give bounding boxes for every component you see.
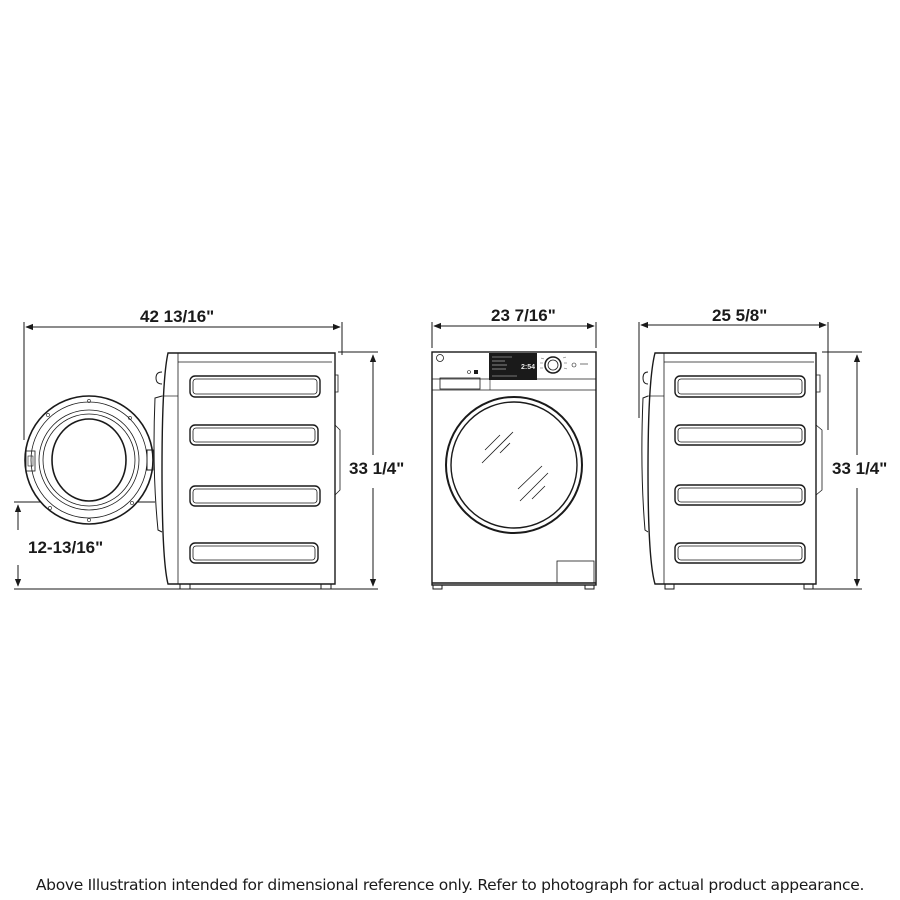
- side-view-door-open: [14, 322, 378, 590]
- disclaimer-caption: Above Illustration intended for dimensio…: [35, 876, 865, 894]
- front-view: 2:54: [431, 322, 597, 590]
- label-door-height: 12-13/16": [28, 538, 104, 557]
- label-depth-door-open: 42 13/16": [140, 307, 215, 326]
- label-height-left: 33 1/4": [349, 459, 405, 478]
- label-width-front: 23 7/16": [491, 306, 556, 325]
- svg-text:2:54: 2:54: [521, 364, 535, 371]
- label-depth-side: 25 5/8": [712, 306, 768, 325]
- label-height-right: 33 1/4": [832, 459, 888, 478]
- side-view: [638, 321, 862, 590]
